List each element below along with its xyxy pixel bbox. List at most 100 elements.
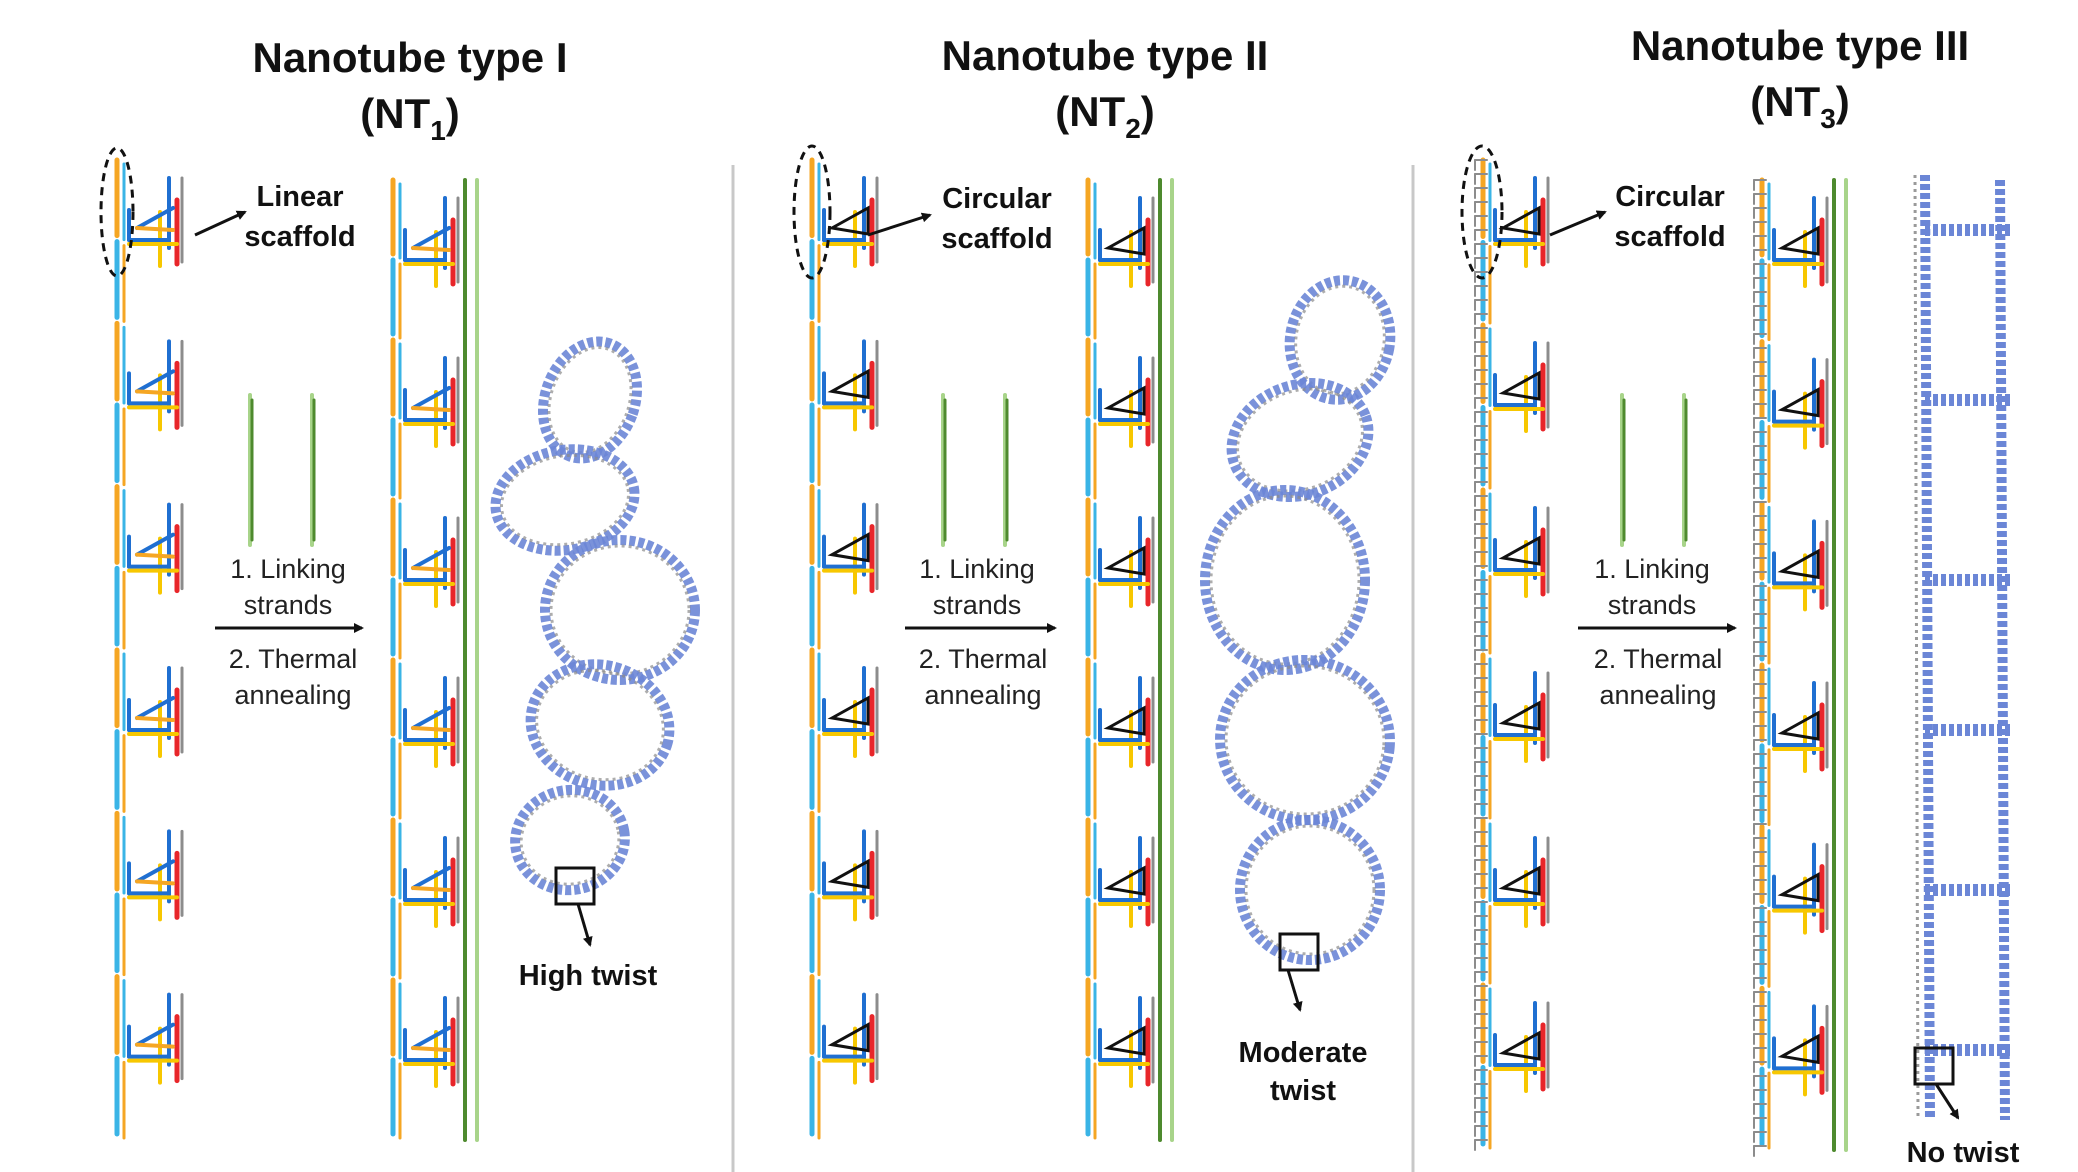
scaffold-backbone	[809, 157, 821, 1140]
helix-loop	[1226, 378, 1374, 502]
tile-motif	[403, 836, 460, 928]
linking-strands	[248, 393, 316, 547]
scaffold-label-nt2: Circular scaffold	[792, 144, 1053, 280]
svg-text:strands: strands	[244, 590, 333, 620]
orange-strand	[411, 886, 451, 892]
tile-motif	[127, 339, 184, 432]
triangle-outline	[827, 695, 870, 726]
scaffold-backbone	[1474, 157, 1492, 1151]
scaffold-backbone	[114, 157, 126, 1140]
svg-text:twist: twist	[1270, 1075, 1336, 1107]
model-nt3-no-twist	[1913, 174, 2010, 1121]
triangle-outline	[1777, 710, 1820, 741]
linked-green-strands	[1158, 178, 1174, 1142]
orange-strand	[411, 566, 451, 572]
orange-strand	[135, 879, 175, 886]
triangle-outline	[1498, 370, 1541, 401]
blue-strand	[411, 546, 451, 570]
triangle-outline	[1103, 865, 1146, 896]
linked-green-strands	[1832, 178, 1848, 1152]
svg-text:annealing: annealing	[1599, 680, 1716, 710]
twist-pointer-arrow	[1934, 1083, 1960, 1120]
scaffold-highlight-ellipse	[99, 146, 135, 278]
svg-text:No twist: No twist	[1907, 1137, 2020, 1169]
triangle-outline	[1777, 387, 1820, 418]
tile-motif	[1098, 996, 1155, 1088]
tile-motif	[822, 992, 879, 1085]
triangle-outline	[827, 532, 870, 563]
helix-loop	[490, 444, 640, 556]
scaffold-label-nt1: Linear scaffold	[99, 146, 356, 278]
process-steps-nt2: 1. Linking strands 2. Thermal annealing	[905, 554, 1057, 710]
subtitle-nt2: (NT2)	[1055, 88, 1155, 144]
orange-strand	[135, 1042, 175, 1049]
svg-text:1. Linking: 1. Linking	[1594, 554, 1710, 584]
helix-loop	[1236, 387, 1364, 493]
linking-strands	[1620, 393, 1688, 547]
tile-motif	[127, 829, 184, 922]
scaffold-backbone	[1753, 177, 1771, 1157]
helix-loop	[1284, 275, 1396, 405]
tile-motif	[1772, 1004, 1829, 1097]
tile-motif	[1772, 357, 1829, 450]
blue-strand	[411, 706, 451, 730]
blue-strand	[135, 1022, 175, 1047]
helix-loop	[1200, 485, 1370, 675]
title-nt2: Nanotube type II	[942, 32, 1269, 79]
triangle-outline	[1777, 872, 1820, 903]
triangle-outline	[1103, 545, 1146, 576]
helix-rail	[1913, 174, 1920, 1121]
tile-motif	[822, 339, 879, 432]
schematic-strands	[114, 157, 1848, 1157]
tile-motif	[127, 992, 184, 1085]
tile-motif	[822, 502, 879, 595]
triangle-outline	[1103, 225, 1146, 256]
triangle-outline	[1103, 385, 1146, 416]
tile-motif	[1098, 356, 1155, 448]
svg-text:annealing: annealing	[924, 680, 1041, 710]
svg-text:Moderate: Moderate	[1239, 1037, 1368, 1069]
helix-loop	[1209, 494, 1361, 666]
helix-loop	[1235, 815, 1385, 965]
subtitle-nt1: (NT1)	[360, 90, 460, 146]
tile-motif	[1098, 196, 1155, 288]
blue-strand	[411, 226, 451, 250]
model-nt1-high-twist	[490, 336, 700, 896]
helix-rail	[1920, 174, 1935, 1121]
scaffold-highlight-ellipse	[792, 144, 832, 280]
svg-text:scaffold: scaffold	[941, 223, 1052, 255]
triangle-outline	[1498, 535, 1541, 566]
blue-strand	[411, 386, 451, 410]
tile-motif	[1493, 836, 1550, 928]
blue-strand	[411, 866, 451, 890]
tile-motif	[1098, 516, 1155, 608]
svg-text:2. Thermal: 2. Thermal	[229, 644, 358, 674]
svg-text:2. Thermal: 2. Thermal	[1594, 644, 1723, 674]
linking-strands	[941, 393, 1009, 547]
blue-strand	[135, 369, 175, 394]
triangle-outline	[1498, 205, 1541, 236]
title-nt1: Nanotube type I	[252, 34, 567, 81]
orange-strand	[135, 226, 175, 232]
twist-pointer-arrow	[576, 903, 593, 947]
svg-text:1. Linking: 1. Linking	[230, 554, 346, 584]
triangle-outline	[1498, 700, 1541, 731]
svg-text:annealing: annealing	[234, 680, 351, 710]
orange-strand	[135, 716, 175, 722]
svg-text:scaffold: scaffold	[1614, 221, 1725, 253]
svg-text:Linear: Linear	[256, 181, 343, 213]
helix-rail	[1995, 179, 2010, 1121]
twist-inset-box	[1913, 1046, 1955, 1086]
scaffold-highlight-ellipse	[1460, 144, 1504, 280]
svg-text:strands: strands	[1608, 590, 1697, 620]
tile-motif	[1493, 1001, 1550, 1093]
twist-inset-box	[1278, 932, 1320, 972]
svg-text:High twist: High twist	[519, 960, 658, 992]
scaffold-pointer-arrow	[867, 212, 932, 237]
orange-strand	[411, 726, 451, 732]
triangle-outline	[1498, 1030, 1541, 1061]
triangle-outline	[1777, 225, 1820, 256]
orange-strand	[411, 1046, 451, 1052]
triangle-outline	[1103, 1025, 1146, 1056]
title-nt3: Nanotube type III	[1631, 22, 1969, 69]
